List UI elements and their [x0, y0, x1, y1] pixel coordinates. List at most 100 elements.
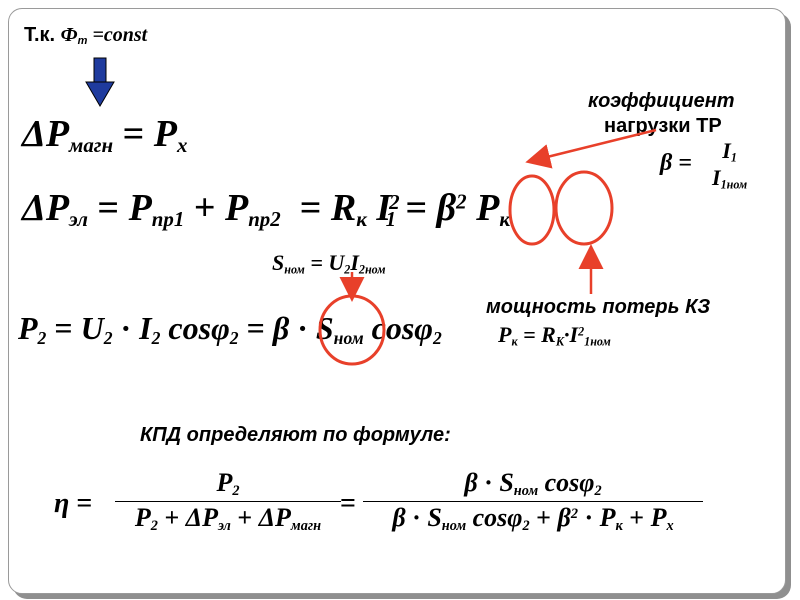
pk-eq: = — [517, 322, 542, 347]
eta-den1-c: ΔP — [258, 503, 291, 532]
eta-frac2-num: β · Sном cosφ2 — [464, 468, 601, 500]
eta-num1: P — [216, 468, 233, 497]
eta-den2-dot: · — [405, 503, 428, 532]
eq2-r: R — [330, 187, 357, 229]
eq2-r-sub: к — [356, 206, 367, 231]
kpd-label: КПД определяют по формуле: — [140, 424, 451, 446]
eta-den2-cos-sub: 2 — [522, 518, 530, 534]
header-const: =const — [87, 24, 148, 46]
pk-formula: Pк = RК·I21ном — [498, 322, 611, 349]
eq2-pk-sub: к — [499, 206, 510, 231]
eta-den1-plus: + — [157, 503, 186, 532]
snom-formula: Sном = U2I2ном — [272, 250, 386, 277]
beta-formula-lhs: β = — [660, 150, 692, 176]
eta-num2-cos: cosφ — [538, 468, 595, 497]
eq2-lhs-sub: эл — [69, 206, 88, 231]
eta-fraction-2: β · Sном cosφ2 β · Sном cosφ2 + β2 · Pк … — [362, 468, 704, 535]
eq2-eq2: = — [299, 187, 322, 229]
snom-u: U — [328, 250, 345, 275]
eta-num2-dot: · — [477, 468, 500, 497]
eta-den1-b: ΔP — [185, 503, 218, 532]
eq3-p-sub: 2 — [37, 327, 47, 348]
pk-r-sub: К — [555, 334, 565, 349]
eta-frac1-line — [115, 501, 341, 502]
header-phi-sub: m — [77, 35, 88, 48]
beta-num: I1 — [722, 138, 737, 165]
eq3-i: I — [139, 310, 152, 346]
eq3-s-sub: ном — [333, 327, 364, 348]
pk-i-sup: 2 — [578, 324, 585, 339]
pk-i-sub: 1ном — [584, 334, 611, 349]
eq3-beta: β — [272, 310, 290, 346]
slide-frame — [8, 8, 786, 594]
eta-eq: = — [76, 488, 93, 519]
pk-label: мощность потерь КЗ — [486, 296, 711, 318]
eta-den1-c-sub: магн — [290, 518, 322, 534]
eta-frac1-den: P2 + ΔPэл + ΔPмагн — [135, 503, 321, 535]
header-condition: Т.к. Фm =const — [24, 24, 147, 47]
eta-den2-dot2: · — [577, 503, 600, 532]
eta-den1-plus2: + — [230, 503, 259, 532]
eta-eta: η — [54, 488, 70, 519]
eta-den2-beta2: β — [557, 503, 571, 532]
eta-den2-px-sub: x — [666, 518, 674, 534]
eta-frac2-line — [363, 501, 703, 502]
equation-dp-el: ΔPэл = Pпр1 + Pпр2 = Rк I21 = β2 Pк — [22, 186, 510, 232]
beta-num-i: I — [722, 138, 731, 163]
eta-den1-a-sub: 2 — [150, 518, 158, 534]
eta-den2-plus: + — [529, 503, 558, 532]
eta-den2-s-sub: ном — [441, 518, 467, 534]
eq3-u-sub: 2 — [103, 327, 113, 348]
beta-num-sub: 1 — [730, 150, 737, 165]
snom-circle — [318, 294, 386, 366]
snom-eq: = — [304, 250, 329, 275]
eq1-eq: = — [122, 113, 145, 155]
eq2-i-sup: 2 — [389, 189, 400, 214]
eta-den2-px: P — [650, 503, 667, 532]
eq2-eq3: = — [405, 187, 428, 229]
eta-den2-beta2-sup: 2 — [570, 506, 578, 523]
eta-den2-p: P — [599, 503, 616, 532]
beta-den: I1ном — [712, 165, 747, 192]
eq2-beta: β — [436, 187, 457, 229]
snom-i: I — [350, 250, 359, 275]
beta-den-i: I — [712, 165, 721, 191]
eta-frac2-den: β · Sном cosφ2 + β2 · Pк + Px — [392, 503, 673, 535]
pk-i: I — [569, 322, 579, 347]
eq2-i: I — [376, 187, 392, 229]
eta-num2-s-sub: ном — [513, 483, 539, 499]
eta-den2-s: S — [427, 503, 442, 532]
eq1-rhs: P — [153, 113, 177, 155]
eq1-lhs-sub: магн — [69, 132, 114, 157]
eq3-cos-sub: 2 — [229, 327, 239, 348]
eta-den2-plus2: + — [622, 503, 651, 532]
eq3-eq: = — [54, 310, 73, 346]
eta-num2-cos-sub: 2 — [594, 483, 602, 499]
blue-down-arrow — [85, 57, 115, 107]
pk-dot: · — [564, 322, 570, 347]
eta-den2-cos: cosφ — [466, 503, 523, 532]
header-prefix: Т.к. — [24, 24, 56, 46]
eq2-p2-sub: пр2 — [248, 206, 281, 231]
pk-p-sub: к — [511, 334, 518, 349]
eq2-p2: P — [224, 187, 249, 229]
eq2-p1-sub: пр1 — [151, 206, 185, 231]
eq2-lhs: ΔP — [22, 187, 70, 229]
eq3-eq2: = — [246, 310, 265, 346]
eq2-pk: P — [476, 187, 500, 229]
eta-den2-beta: β — [392, 503, 406, 532]
eta-symbol: η = — [54, 488, 92, 520]
eq3-dot2: · — [297, 310, 308, 346]
beta-den-sub: 1ном — [720, 177, 748, 192]
beta-label-line2: нагрузки ТР — [604, 115, 722, 137]
eta-frac1-num: P2 — [216, 468, 239, 500]
equation-p2: P2 = U2 · I2 cosφ2 = β · Sном cosφ2 — [18, 310, 442, 349]
eq1-lhs: ΔP — [22, 113, 70, 155]
eta-den1-a: P — [134, 503, 151, 532]
snom-s-sub: ном — [284, 262, 305, 277]
snom-s: S — [272, 250, 285, 275]
eq2-beta-sup: 2 — [456, 189, 467, 214]
pk-r: R — [541, 322, 556, 347]
eq2-eq: = — [97, 187, 120, 229]
